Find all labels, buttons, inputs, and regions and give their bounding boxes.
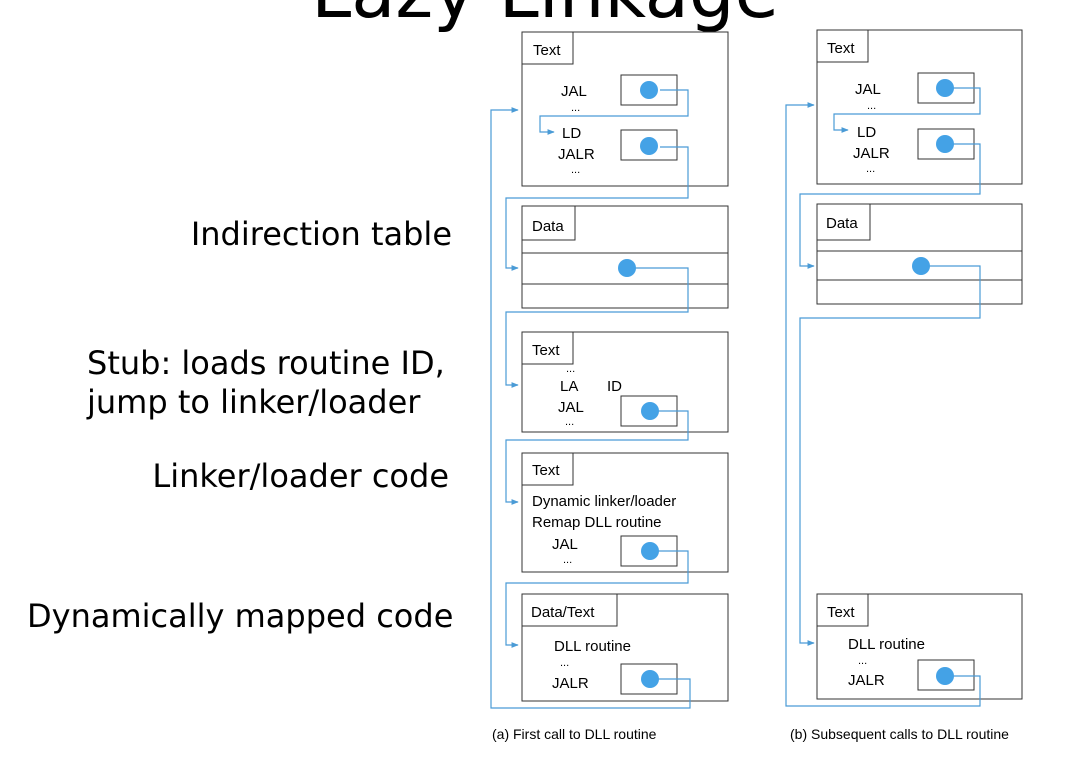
b-arrow-data-to-dll [799, 265, 981, 646]
a-linker-box [521, 452, 729, 573]
label-linker-loader: Linker/loader code [152, 457, 449, 495]
a-arrow-data-to-stub [505, 267, 689, 388]
a-data-tag [521, 205, 576, 241]
label-stub-line2: jump to linker/loader [87, 383, 421, 421]
a-text-box [521, 31, 729, 187]
a-dll-dot [641, 670, 659, 688]
a-arrow-return [490, 107, 691, 709]
b-data-tag [816, 203, 871, 241]
a-linker-line1: Dynamic linker/loader [532, 493, 676, 510]
a-arrow-jalr-to-data [505, 146, 689, 271]
a-text-tag-label: Text [533, 42, 561, 59]
a-jal-text: JAL [561, 83, 587, 100]
a-ld-text: LD [562, 125, 581, 142]
a-dots-1: ... [571, 102, 580, 114]
a-dll-dots: ... [560, 657, 569, 669]
b-arrow-return [785, 102, 981, 707]
panel-b [816, 29, 1023, 700]
b-dots-2: ... [866, 163, 875, 175]
a-stub-dot [641, 402, 659, 420]
a-data-tag-label: Data [532, 218, 564, 235]
b-jal-text: JAL [855, 81, 881, 98]
b-dll-box [816, 593, 1023, 700]
b-dll-jalr: JALR [848, 672, 885, 689]
a-dll-line1: DLL routine [554, 638, 631, 655]
b-dll-tag [816, 593, 869, 627]
a-linker-line2: Remap DLL routine [532, 514, 662, 531]
pointer-dots [618, 79, 954, 688]
a-arrow-jal-to-ld [539, 89, 689, 135]
b-text-tag-label: Text [827, 40, 855, 57]
a-linker-jal: JAL [552, 536, 578, 553]
a-jalr-slot [620, 129, 678, 161]
label-dynamic-code: Dynamically mapped code [27, 597, 454, 635]
a-stub-jal: JAL [558, 399, 584, 416]
b-dots-1: ... [867, 100, 876, 112]
a-data-box [521, 205, 729, 309]
caption-panel-b: (b) Subsequent calls to DLL routine [790, 726, 1009, 742]
a-stub-dots-2: ... [565, 416, 574, 428]
a-dll-tag [521, 593, 618, 627]
a-linker-tag-label: Text [532, 462, 560, 479]
b-dll-line1: DLL routine [848, 636, 925, 653]
a-jal-dot [640, 81, 658, 99]
b-text-tag [816, 29, 869, 63]
b-jalr-text: JALR [853, 145, 890, 162]
a-arrow-stub-to-linker [505, 410, 689, 505]
b-jal-dot [936, 79, 954, 97]
b-text-box [816, 29, 1023, 185]
b-ld-text: LD [857, 124, 876, 141]
b-jalr-dot [936, 135, 954, 153]
a-linker-tag [521, 452, 574, 486]
a-dll-tag-label: Data/Text [531, 604, 595, 621]
a-arrow-linker-to-dll [505, 550, 689, 648]
a-data-dot [618, 259, 636, 277]
a-stub-la: LA [560, 378, 578, 395]
slide-title: Lazy Linkage [0, 0, 1090, 28]
b-data-tag-label: Data [826, 215, 858, 232]
a-dll-box [521, 593, 729, 702]
a-stub-box [521, 331, 729, 433]
a-stub-tag-label: Text [532, 342, 560, 359]
a-jalr-dot [640, 137, 658, 155]
a-jalr-text: JALR [558, 146, 595, 163]
label-indirection-table: Indirection table [190, 215, 452, 253]
b-dll-dots: ... [858, 655, 867, 667]
a-stub-tag [521, 331, 574, 365]
b-data-box [816, 203, 1023, 305]
a-linker-dot [641, 542, 659, 560]
b-dll-tag-label: Text [827, 604, 855, 621]
caption-panel-a: (a) First call to DLL routine [492, 726, 657, 742]
b-arrow-jal-to-ld [833, 87, 981, 133]
b-data-dot [912, 257, 930, 275]
label-stub-line1: Stub: loads routine ID, [87, 344, 445, 382]
arrows [490, 87, 981, 709]
a-stub-dots-1: ... [566, 363, 575, 375]
a-dots-2: ... [571, 164, 580, 176]
a-stub-id: ID [607, 378, 622, 395]
panel-a [521, 31, 729, 702]
a-text-tag [521, 31, 574, 65]
b-dll-slot [917, 659, 975, 691]
a-linker-dots: ... [563, 554, 572, 566]
b-arrow-jalr-to-data [799, 143, 981, 269]
a-dll-jalr: JALR [552, 675, 589, 692]
b-dll-dot [936, 667, 954, 685]
